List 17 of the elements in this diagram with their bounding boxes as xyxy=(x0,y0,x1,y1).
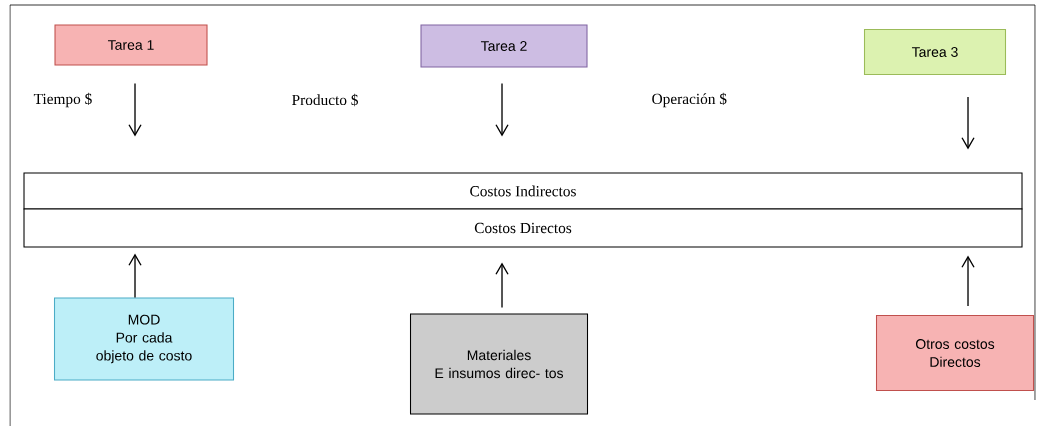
arrow xyxy=(961,96,975,150)
cost-label: Operación $ xyxy=(652,92,727,108)
arrow xyxy=(128,82,142,137)
input-box: Materiales E insumos direc- tos xyxy=(409,313,589,415)
arrow xyxy=(495,262,509,309)
input-box: MOD Por cada objeto de costo xyxy=(53,297,235,381)
arrow xyxy=(128,253,142,299)
task-box: Tarea 3 xyxy=(863,28,1007,76)
task-box: Tarea 2 xyxy=(420,24,588,68)
cost-label: Tiempo $ xyxy=(33,92,92,108)
task-box: Tarea 1 xyxy=(54,24,208,66)
cost-label: Producto $ xyxy=(292,93,358,107)
arrow xyxy=(495,82,509,137)
input-box: Otros costos Directos xyxy=(875,314,1035,392)
cost-band: Costos Indirectos xyxy=(23,172,1023,210)
arrow xyxy=(961,255,975,307)
cost-band: Costos Directos xyxy=(23,208,1023,248)
